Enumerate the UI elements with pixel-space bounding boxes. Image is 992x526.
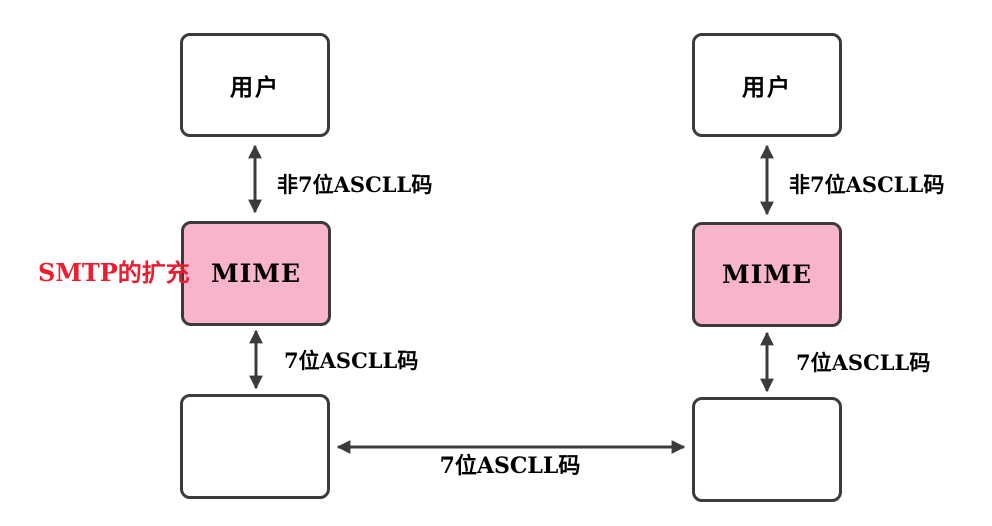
right-mime-server-link-label: 7位ASCLL码 — [796, 350, 931, 375]
server-server-link-label: 7位ASCLL码 — [439, 453, 581, 479]
right-user-mime-link-label: 非7位ASCLL码 — [789, 172, 945, 197]
right-server-box — [692, 397, 842, 502]
left-server-box — [180, 394, 330, 499]
right-user-box-label: 用户 — [742, 75, 792, 101]
left-mime-box: MIME — [181, 221, 331, 326]
left-user-mime-link-label: 非7位ASCLL码 — [277, 172, 433, 197]
right-mime-box: MIME — [692, 222, 842, 327]
smtp-extension-annotation: SMTP的扩充 — [38, 258, 190, 287]
left-mime-server-link-label: 7位ASCLL码 — [284, 348, 419, 373]
right-user-box: 用户 — [692, 33, 842, 137]
left-mime-box-label: MIME — [210, 259, 302, 288]
left-user-box: 用户 — [180, 33, 330, 137]
right-mime-box-label: MIME — [721, 260, 813, 289]
left-user-box-label: 用户 — [230, 75, 280, 101]
